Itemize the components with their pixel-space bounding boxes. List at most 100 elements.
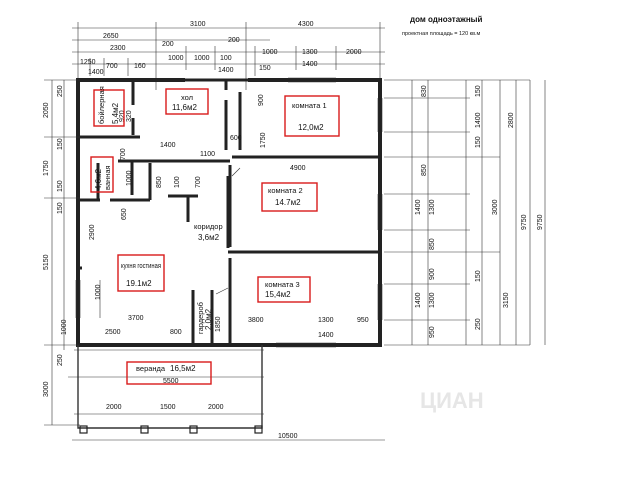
inner-walls (80, 80, 378, 345)
left-dimensions: 250 2050 150 1750 150 150 5150 250 3000 (43, 79, 80, 426)
dim-1000c: 1000 (262, 49, 278, 56)
veranda-area: 16,5м2 (170, 364, 196, 373)
dim-600: 600 (230, 135, 242, 142)
dim-1400-bot: 1400 (318, 332, 334, 339)
right-dimensions: 830 150 1400 2800 150 850 1300 1400 3000… (384, 79, 546, 346)
dim-200a: 200 (162, 41, 174, 48)
dim-1300-r2: 1300 (429, 292, 436, 308)
dim-1400b: 1400 (302, 61, 318, 68)
dim-1400-r3: 1400 (415, 292, 422, 308)
dim-1500-v: 1500 (160, 404, 176, 411)
room-boiler-area: 5,4м2 (111, 102, 120, 124)
room-3: комната 3 15,4м2 (257, 276, 311, 303)
dim-950-in: 950 (357, 317, 369, 324)
room-corridor: коридор 3,6м2 (194, 222, 223, 242)
room-kitchen-name: кухня гостиная (121, 261, 161, 270)
dim-650: 650 (121, 208, 128, 220)
dim-150: 150 (259, 65, 271, 72)
dim-150-r2: 150 (475, 136, 482, 148)
dim-2050: 2050 (43, 102, 50, 118)
room-1-name: комната 1 (292, 101, 327, 110)
room-2-name: комната 2 (268, 186, 303, 195)
dim-830: 830 (421, 85, 428, 97)
dim-3100: 3100 (190, 21, 206, 28)
dim-4300: 4300 (298, 21, 314, 28)
room-hall-name: хол (181, 93, 193, 102)
dim-3000-l: 3000 (43, 381, 50, 397)
dim-1000-kit: 1000 (95, 284, 102, 300)
dim-100-in: 100 (174, 176, 181, 188)
dim-2000: 2000 (346, 49, 362, 56)
dim-2500: 2500 (105, 329, 121, 336)
dim-250-r: 250 (475, 318, 482, 330)
dim-1400a: 1400 (218, 67, 234, 74)
room-hall: хол 11,6м2 (165, 88, 209, 115)
dim-5500: 5500 (163, 378, 179, 385)
dim-150-r3: 150 (475, 270, 482, 282)
dim-3700: 3700 (128, 315, 144, 322)
room-kitchen: кухня гостиная 19.1м2 (117, 254, 165, 292)
dim-850-r2: 850 (429, 238, 436, 250)
dim-1400-r1: 1400 (475, 112, 482, 128)
dim-2900: 2900 (89, 224, 96, 240)
dim-1400c: 1400 (88, 69, 104, 76)
dim-9750-b: 9750 (537, 214, 544, 230)
dim-150-l1: 150 (57, 138, 64, 150)
dim-1750-in: 1750 (260, 132, 267, 148)
room-kitchen-area: 19.1м2 (126, 279, 152, 288)
dim-250-l: 250 (57, 85, 64, 97)
room-2: комната 2 14.7м2 (261, 182, 318, 212)
dim-1100: 1100 (200, 151, 215, 158)
dim-2650: 2650 (103, 33, 119, 40)
dim-950-r: 950 (429, 326, 436, 338)
dim-1300-in: 1300 (318, 317, 334, 324)
dim-1000-left: 1000 (61, 319, 68, 335)
inner-dimensions: 920 320 900 1750 600 1400 1100 4900 700 … (61, 94, 369, 339)
dim-800: 800 (170, 329, 182, 336)
room-bath-name: ванная (103, 165, 112, 190)
dim-2300: 2300 (110, 45, 126, 52)
dim-9750-a: 9750 (521, 214, 528, 230)
dim-850-r1: 850 (421, 164, 428, 176)
dim-1750: 1750 (43, 160, 50, 176)
dim-920: 920 (119, 110, 126, 122)
dim-850: 850 (156, 176, 163, 188)
dim-1000-bath: 1000 (126, 170, 133, 186)
dim-700-bath: 700 (120, 148, 127, 160)
dim-160: 160 (134, 63, 146, 70)
room-wardrobe: гардероб 2,0м2 (196, 302, 213, 334)
dim-1300: 1300 (302, 49, 318, 56)
dim-2800: 2800 (508, 112, 515, 128)
dim-3000-r: 3000 (492, 199, 499, 215)
dim-320: 320 (126, 110, 133, 122)
room-1: комната 1 12,0м2 (284, 95, 340, 137)
plan-title: дом одноэтажный (410, 15, 482, 24)
room-boiler-name: бойлерная (97, 86, 106, 124)
dim-200b: 200 (228, 37, 240, 44)
dim-900-r: 900 (429, 268, 436, 280)
room-bath-area: 4,6м2 (94, 168, 103, 190)
veranda-name: веранда (136, 364, 166, 373)
dim-150-l2: 150 (57, 180, 64, 192)
dim-1400-hall: 1400 (160, 142, 176, 149)
top-dimensions: 2650 3100 4300 2300 200 200 1250 700 160… (72, 21, 385, 90)
room-bath: 4,6м2 ванная (90, 156, 114, 193)
dim-1000a: 1000 (168, 55, 184, 62)
dim-700-in: 700 (195, 176, 202, 188)
room-3-area: 15,4м2 (265, 290, 291, 299)
room-2-area: 14.7м2 (275, 198, 301, 207)
dim-1850: 1850 (215, 316, 222, 332)
dim-1000b: 1000 (194, 55, 210, 62)
dim-10500: 10500 (278, 433, 298, 440)
dim-3150: 3150 (503, 292, 510, 308)
room-wardrobe-area: 2,0м2 (204, 308, 213, 330)
dim-250-l2: 250 (57, 354, 64, 366)
dim-150-r1: 150 (475, 85, 482, 97)
room-wardrobe-name: гардероб (196, 302, 205, 334)
dim-2000-v2: 2000 (208, 404, 224, 411)
room-1-area: 12,0м2 (298, 123, 324, 132)
dim-4900: 4900 (290, 165, 306, 172)
room-corridor-area: 3,6м2 (198, 233, 220, 242)
dim-3800: 3800 (248, 317, 264, 324)
